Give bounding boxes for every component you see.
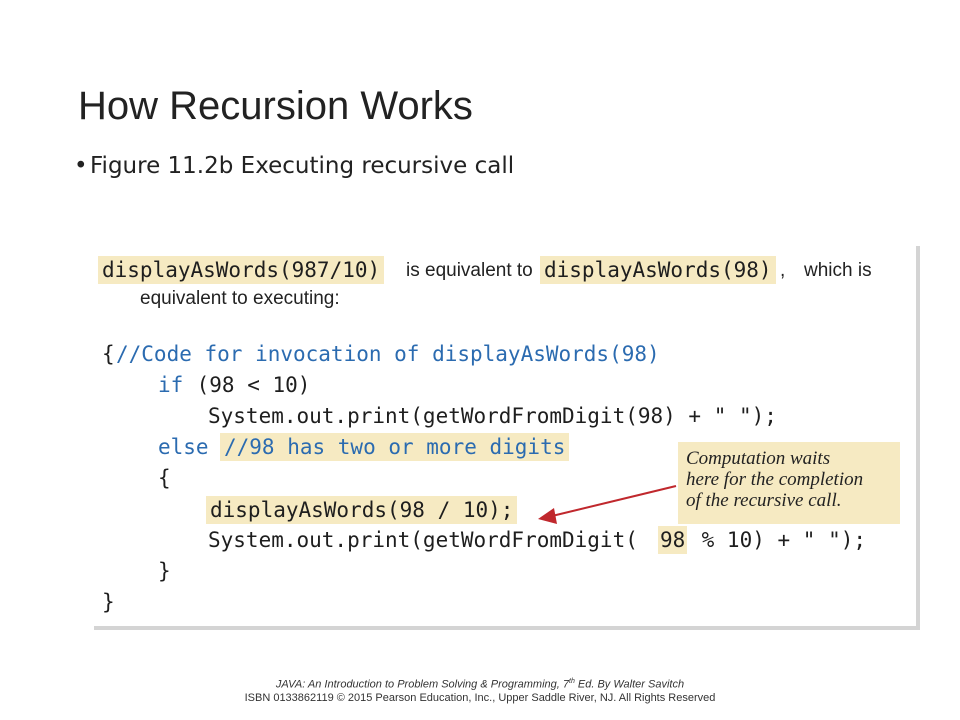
- intro-call-b: displayAsWords(98): [540, 256, 776, 284]
- intro-text-d: equivalent to executing:: [140, 288, 340, 309]
- callout-box: Computation waits here for the completio…: [678, 442, 900, 524]
- code-print-line-2c: % 10) + " ");: [689, 528, 867, 552]
- callout-line-3: of the recursive call.: [686, 490, 842, 511]
- code-recursive-call: displayAsWords(98 / 10);: [206, 496, 518, 524]
- code-open-brace: {: [102, 342, 115, 366]
- code-print-line-2a: System.out.print(getWordFromDigit(: [208, 528, 638, 552]
- intro-text-a: is equivalent to: [406, 260, 533, 281]
- code-close-brace: }: [102, 590, 115, 614]
- footer-copyright: ISBN 0133862119 © 2015 Pearson Education…: [244, 692, 716, 704]
- code-else-keyword: else: [158, 435, 209, 459]
- bullet-text: Figure 11.2b Executing recursive call: [90, 153, 515, 179]
- code-inner-close-brace: }: [158, 559, 171, 583]
- code-if-keyword: if: [158, 373, 184, 397]
- callout-arrow-icon: [538, 485, 677, 524]
- code-figure: displayAsWords(987/10) is equivalent to …: [94, 246, 920, 630]
- footer-citation: JAVA: An Introduction to Problem Solving…: [275, 678, 685, 691]
- code-comment-invocation: //Code for invocation of displayAsWords(…: [116, 342, 660, 366]
- intro-text-b: ,: [780, 260, 786, 281]
- bullet-item: •Figure 11.2b Executing recursive call: [74, 153, 514, 179]
- intro-text-c: which is: [804, 260, 872, 281]
- callout-line-1: Computation waits: [686, 448, 831, 469]
- intro-call-a: displayAsWords(987/10): [98, 256, 385, 284]
- code-inner-open-brace: {: [158, 466, 171, 490]
- code-if-condition: (98 < 10): [184, 373, 311, 397]
- code-print-line-2-highlight: 98: [658, 526, 688, 554]
- bullet-dot-icon: •: [74, 153, 88, 179]
- callout-line-2: here for the completion: [686, 469, 864, 490]
- code-print-line-1: System.out.print(getWordFromDigit(98) + …: [208, 404, 777, 428]
- slide-title: How Recursion Works: [78, 84, 473, 128]
- code-comment-digits: //98 has two or more digits: [220, 433, 570, 461]
